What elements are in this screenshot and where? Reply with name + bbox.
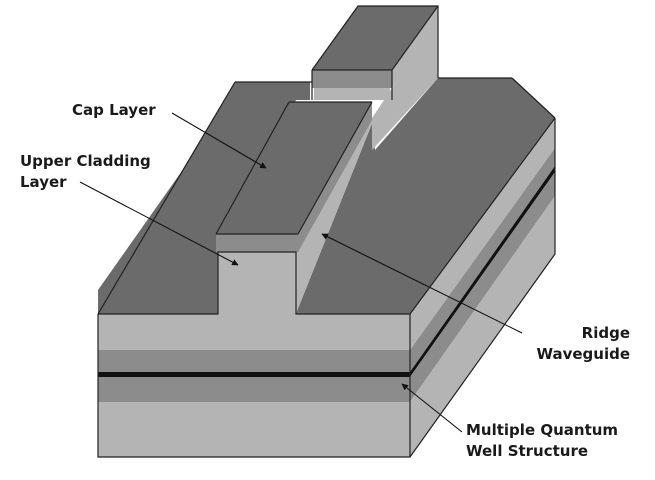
leader-lines — [79, 112, 523, 433]
substrate-side-face — [410, 118, 555, 457]
cap-layer-leader — [171, 112, 267, 169]
upper-cladding-label: Upper Cladding Layer — [20, 151, 151, 193]
rear-ridge-top — [312, 6, 438, 70]
ridge-waveguide-leader — [321, 233, 523, 334]
rear-ridge-front — [312, 70, 392, 88]
cap-layer-top — [216, 102, 372, 234]
ridge-waveguide-label-line2: Waveguide — [536, 345, 630, 363]
ridge-waveguide-label-line1: Ridge — [581, 324, 630, 342]
ridge-front-face — [218, 252, 296, 314]
upper-cladding-label-line2: Layer — [20, 173, 67, 191]
rear-ridge-front-lower — [314, 88, 390, 100]
upper-cladding-label-line1: Upper Cladding — [20, 152, 151, 170]
mqw-label-line2: Well Structure — [466, 442, 589, 460]
mqw-leader — [401, 383, 463, 433]
upper-cladding-leader — [79, 181, 239, 266]
ridge-waveguide-label: Ridge Waveguide — [520, 323, 630, 365]
ridge-side-face — [296, 118, 372, 314]
cap-layer-front — [216, 234, 298, 252]
ridge-rear-side — [372, 20, 438, 150]
outlines — [97, 5, 556, 458]
rear-ridge-side — [392, 6, 438, 88]
mqw-label: Multiple Quantum Well Structure — [466, 420, 618, 462]
substrate-front-face — [98, 314, 410, 457]
cap-layer-label: Cap Layer — [72, 101, 156, 119]
cap-layer-side — [298, 102, 372, 252]
mqw-label-line1: Multiple Quantum — [466, 421, 619, 439]
right-top-surface — [296, 78, 555, 314]
left-top-plane — [98, 82, 310, 314]
